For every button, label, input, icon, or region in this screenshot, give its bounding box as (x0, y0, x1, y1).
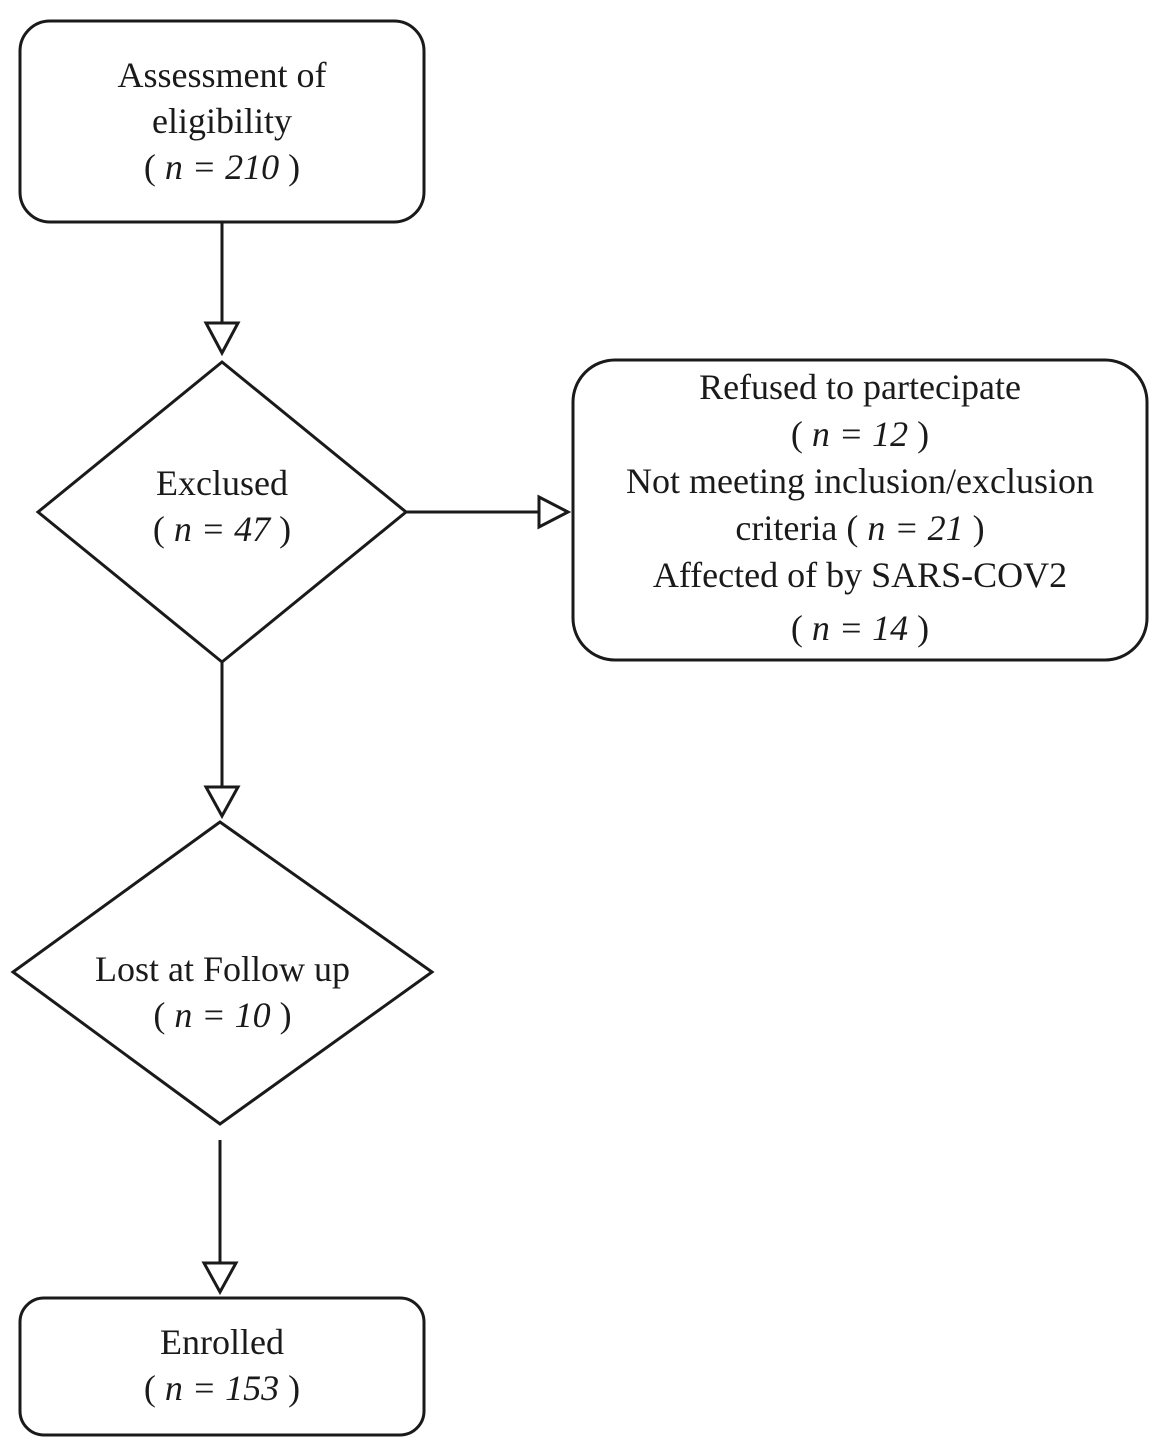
arrowhead-excluded (203, 321, 241, 357)
reasons-label: Refused to partecipate ( n = 12 ) Not me… (573, 364, 1147, 652)
lost-n: n = 10 (174, 995, 271, 1035)
excluded-count: ( n = 47 ) (152, 509, 292, 549)
refused-n: n = 12 (811, 414, 909, 454)
excluded-label: Exclused ( n = 47 ) (38, 460, 406, 552)
not-meeting-n: n = 21 (867, 508, 964, 548)
arrowhead-lost (203, 785, 241, 820)
assessment-line-1: Assessment of (117, 55, 327, 95)
enrolled-n: n = 153 (164, 1368, 280, 1408)
not-meeting-label: Not meeting inclusion/exclusion (626, 461, 1094, 501)
covid-n: n = 14 (811, 608, 909, 648)
enrolled-label: Enrolled ( n = 153 ) (20, 1319, 424, 1411)
refused-count: ( n = 12 ) (790, 414, 930, 454)
lost-diamond (10, 820, 435, 1126)
lost-title: Lost at Follow up (94, 949, 350, 989)
arrowhead-enrolled (201, 1261, 239, 1296)
enrolled-title: Enrolled (160, 1322, 284, 1362)
assessment-line-2: eligibility (152, 101, 292, 141)
assessment-count: ( n = 210 ) (143, 147, 301, 187)
lost-count: ( n = 10 ) (153, 995, 292, 1035)
covid-count: ( n = 14 ) (790, 608, 930, 648)
enrolled-box (18, 1296, 426, 1437)
excluded-n: n = 47 (173, 509, 271, 549)
enrolled-count: ( n = 153 ) (143, 1368, 301, 1408)
lost-label: Lost at Follow up ( n = 10 ) (13, 946, 432, 1038)
assessment-n: n = 210 (164, 147, 280, 187)
reasons-box (571, 358, 1149, 662)
not-meeting-line-2: criteria ( n = 21 ) (735, 508, 985, 548)
arrowhead-reasons (537, 494, 572, 530)
assessment-label: Assessment of eligibility ( n = 210 ) (20, 52, 424, 190)
covid-label: Affected of by SARS-COV2 (652, 555, 1068, 595)
refused-label: Refused to partecipate (699, 367, 1021, 407)
excluded-title: Exclused (156, 463, 288, 503)
